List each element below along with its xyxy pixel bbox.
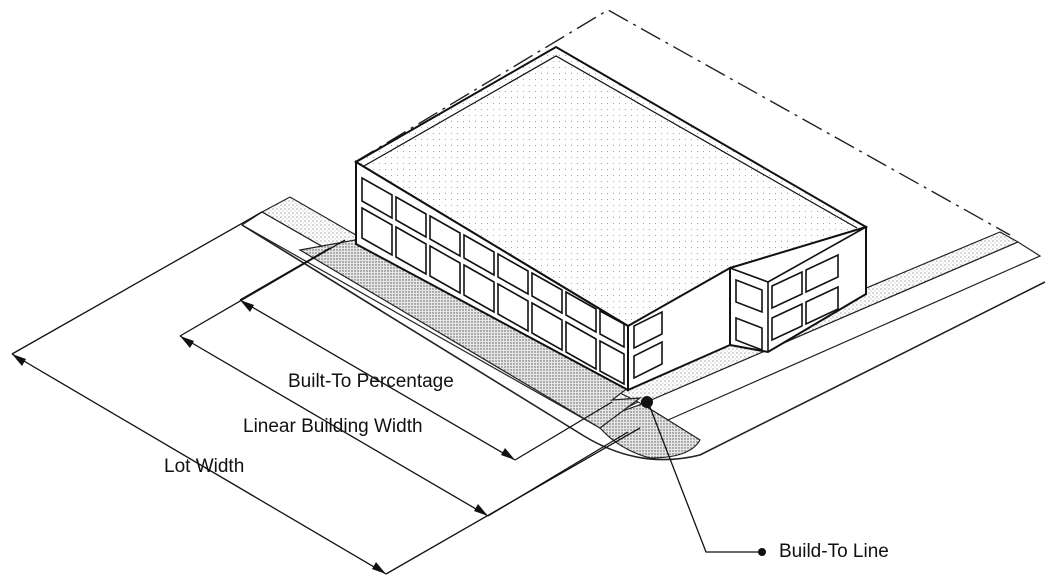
dimension-lines bbox=[11, 211, 762, 575]
front-windows bbox=[361, 176, 625, 386]
building bbox=[354, 45, 869, 392]
build-to-line-marker bbox=[641, 396, 653, 408]
linear-building-width-label: Linear Building Width bbox=[243, 416, 423, 437]
build-to-line-label: Build-To Line bbox=[779, 541, 889, 562]
lot-width-label: Lot Width bbox=[164, 456, 245, 477]
dimension-arrowheads bbox=[12, 300, 515, 574]
built-to-percentage-label: Built-To Percentage bbox=[288, 371, 454, 392]
leader-end-dot bbox=[758, 548, 766, 556]
lot-boundary bbox=[354, 9, 1011, 236]
side-windows bbox=[633, 253, 839, 380]
